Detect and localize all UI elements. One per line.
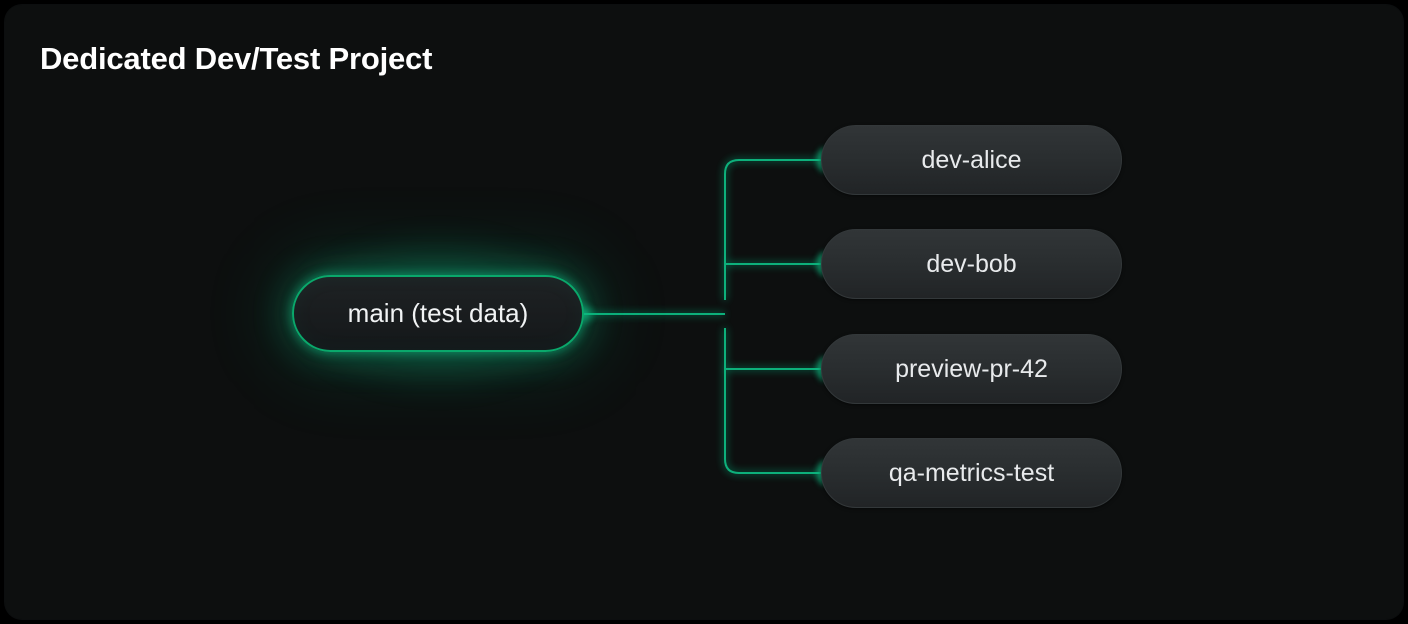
node-preview-pr-42[interactable]: preview-pr-42 (821, 334, 1122, 404)
diagram-canvas: Dedicated Dev/Test Project (5, 5, 1403, 619)
page-title: Dedicated Dev/Test Project (40, 41, 433, 76)
connector-lines (579, 159, 825, 474)
connector-branch-4 (724, 458, 825, 474)
node-main[interactable]: main (test data) (292, 275, 584, 352)
node-dev-alice[interactable]: dev-alice (821, 125, 1122, 195)
node-dev-bob[interactable]: dev-bob (821, 229, 1122, 299)
node-qa-metrics-test[interactable]: qa-metrics-test (821, 438, 1122, 508)
node-layer: main (test data) dev-alice dev-bob previ… (5, 5, 1403, 619)
connector-branch-1 (724, 159, 825, 175)
